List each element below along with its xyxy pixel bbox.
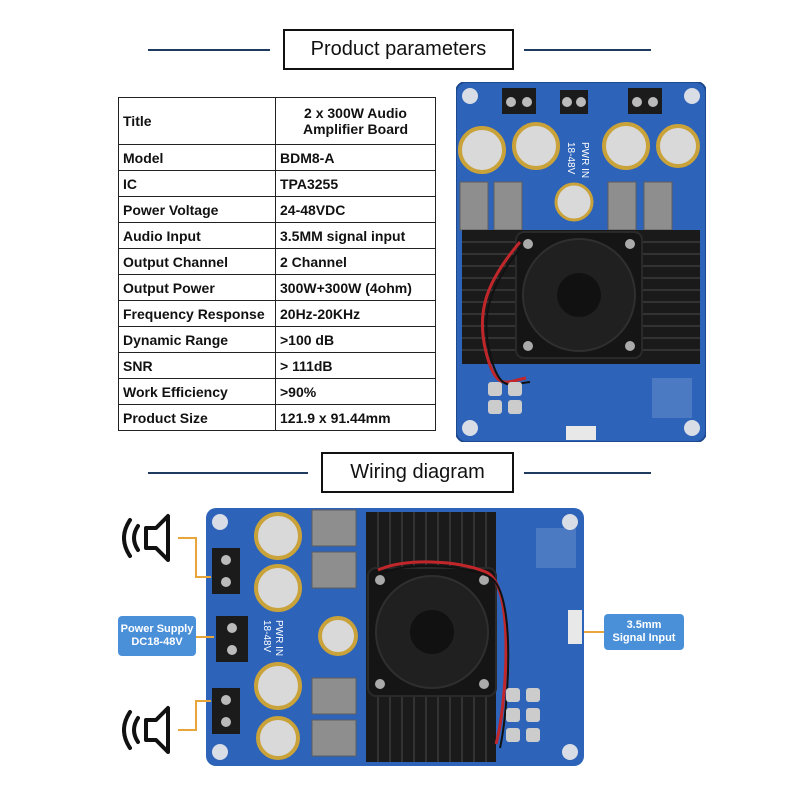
silkscreen-voltage-wiring: 18-48V — [261, 620, 272, 653]
leader-speaker-top-v — [195, 537, 197, 577]
param-value: 2 x 300W Audio Amplifier Board — [275, 97, 436, 145]
signal-input-label: 3.5mm Signal Input — [604, 614, 684, 650]
signal-input-line2: Signal Input — [612, 632, 676, 644]
param-key: Title — [118, 97, 276, 145]
params-section-title: Product parameters — [283, 29, 514, 70]
table-row: Model BDM8-A — [118, 144, 436, 171]
leader-speaker-top-h2 — [195, 576, 211, 578]
param-value: TPA3255 — [275, 170, 436, 197]
param-key: SNR — [118, 352, 276, 379]
param-key: Power Voltage — [118, 196, 276, 223]
param-key: Product Size — [118, 404, 276, 431]
params-table: Title 2 x 300W Audio Amplifier Board Mod… — [118, 97, 436, 431]
leader-power — [196, 636, 214, 638]
power-supply-line2: DC18-48V — [131, 636, 183, 648]
amplifier-board-wiring-image: PWR IN 18-48V — [206, 508, 584, 766]
leader-speaker-top-h — [178, 537, 196, 539]
param-key: Model — [118, 144, 276, 171]
param-value: >90% — [275, 378, 436, 405]
table-row: Frequency Response 20Hz-20KHz — [118, 300, 436, 327]
table-row: Dynamic Range >100 dB — [118, 326, 436, 353]
param-value: 3.5MM signal input — [275, 222, 436, 249]
param-key: Frequency Response — [118, 300, 276, 327]
table-row: Audio Input 3.5MM signal input — [118, 222, 436, 249]
speaker-icon — [122, 514, 170, 562]
leader-speaker-bottom-h — [178, 729, 196, 731]
silkscreen-pwr-in: PWR IN — [579, 142, 590, 178]
param-value: 300W+300W (4ohm) — [275, 274, 436, 301]
signal-input-line1: 3.5mm — [626, 619, 662, 631]
table-row: Power Voltage 24-48VDC — [118, 196, 436, 223]
param-key: Audio Input — [118, 222, 276, 249]
leader-speaker-bottom-v — [195, 700, 197, 731]
table-row: Work Efficiency >90% — [118, 378, 436, 405]
param-key: Dynamic Range — [118, 326, 276, 353]
silkscreen-pwr-in-wiring: PWR IN — [273, 620, 284, 656]
param-key: Work Efficiency — [118, 378, 276, 405]
power-supply-label: Power Supply DC18-48V — [118, 616, 196, 656]
wiring-rule-left — [148, 472, 308, 474]
speaker-icon — [122, 706, 170, 754]
param-key: Output Channel — [118, 248, 276, 275]
param-value: > 111dB — [275, 352, 436, 379]
param-value: 24-48VDC — [275, 196, 436, 223]
param-key: Output Power — [118, 274, 276, 301]
param-value: 2 Channel — [275, 248, 436, 275]
param-value: >100 dB — [275, 326, 436, 353]
leader-speaker-bottom-h2 — [195, 700, 211, 702]
table-row: Product Size 121.9 x 91.44mm — [118, 404, 436, 431]
table-row: SNR > 111dB — [118, 352, 436, 379]
title-rule-right — [524, 49, 651, 51]
leader-signal — [584, 631, 604, 633]
power-supply-line1: Power Supply — [120, 623, 194, 635]
wiring-rule-right — [524, 472, 651, 474]
param-value: 20Hz-20KHz — [275, 300, 436, 327]
param-value: 121.9 x 91.44mm — [275, 404, 436, 431]
param-value: BDM8-A — [275, 144, 436, 171]
amplifier-board-top-image: PWR IN 18-48V — [456, 82, 706, 442]
wiring-section-title: Wiring diagram — [321, 452, 514, 493]
title-rule-left — [148, 49, 270, 51]
table-row: IC TPA3255 — [118, 170, 436, 197]
table-row: Title 2 x 300W Audio Amplifier Board — [118, 97, 436, 145]
silkscreen-voltage: 18-48V — [565, 142, 576, 175]
table-row: Output Channel 2 Channel — [118, 248, 436, 275]
param-key: IC — [118, 170, 276, 197]
table-row: Output Power 300W+300W (4ohm) — [118, 274, 436, 301]
